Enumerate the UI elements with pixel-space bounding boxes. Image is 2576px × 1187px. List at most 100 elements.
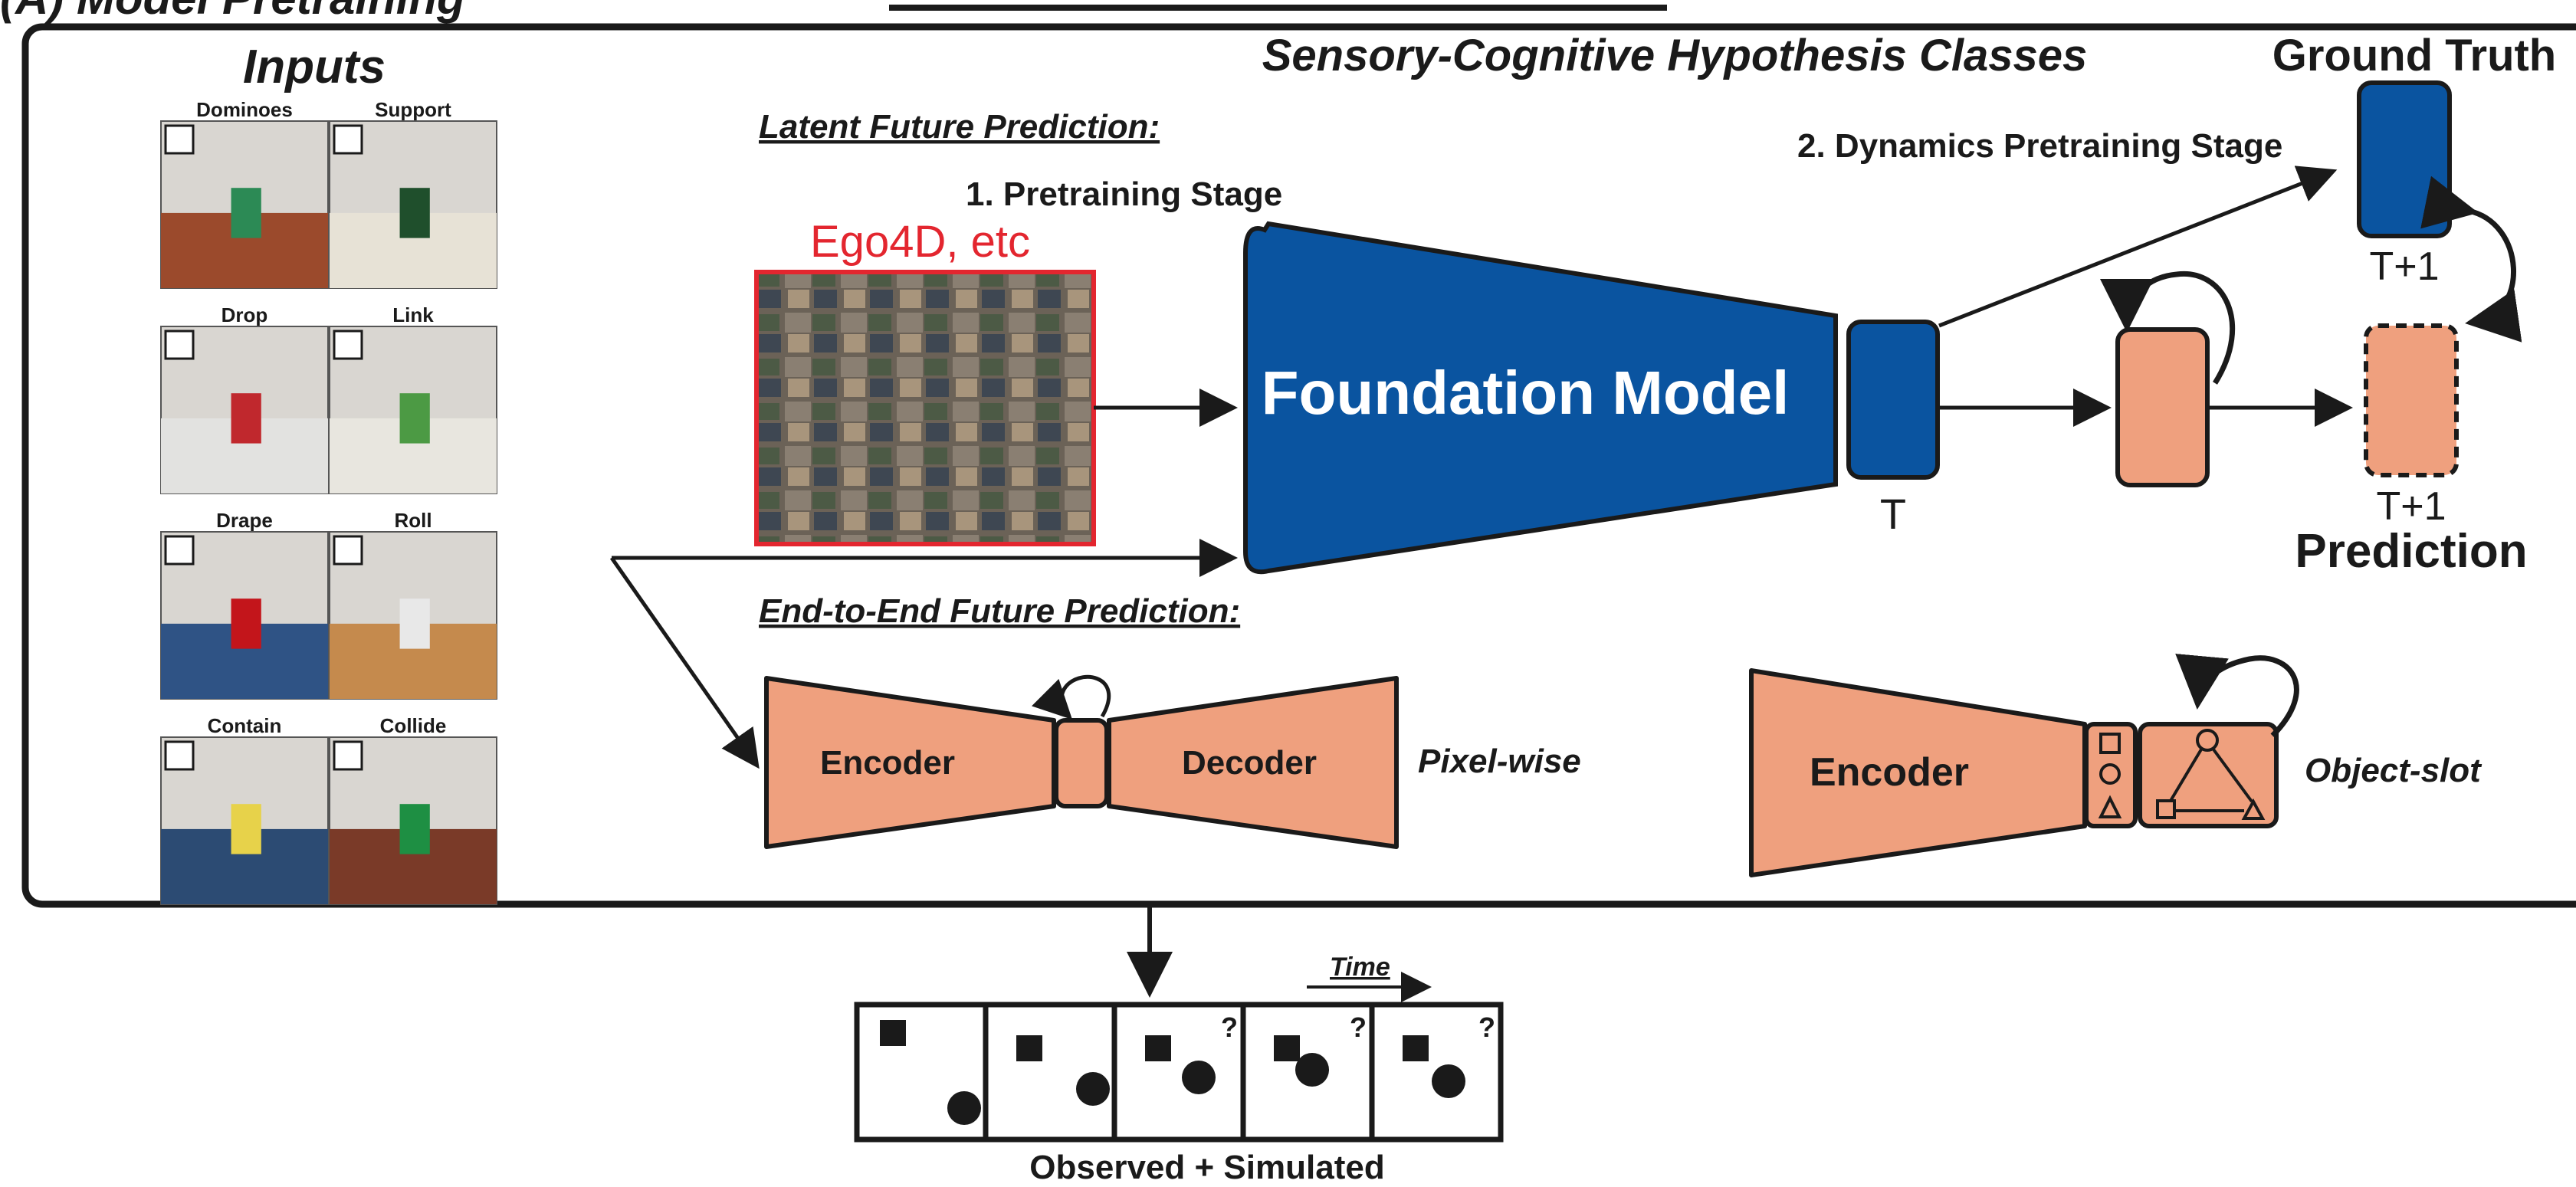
scene-object — [231, 393, 261, 444]
input-tile-label: Contain — [208, 714, 282, 737]
simulated-question-mark: ? — [1221, 1012, 1238, 1043]
input-tile-label: Link — [392, 303, 434, 326]
frame-circle-object — [1076, 1072, 1110, 1106]
frame-square-object — [1016, 1035, 1042, 1061]
main-frame — [21, 23, 2576, 908]
input-tile-label: Roll — [394, 509, 432, 532]
input-tile: Drop — [160, 303, 329, 494]
prediction-label: Prediction — [2295, 525, 2527, 578]
scene-object — [399, 393, 430, 444]
inputs-to-encoder-arrow — [609, 556, 760, 769]
prediction-time: T+1 — [2376, 484, 2446, 529]
scene-object — [231, 804, 261, 854]
latent-state-t — [1846, 320, 1940, 480]
ground-truth-state — [2357, 80, 2452, 238]
drop-icon — [164, 330, 195, 360]
pixel-wise-label: Pixel-wise — [1418, 743, 1581, 780]
pretraining-stage-label: 1. Pretraining Stage — [966, 175, 1282, 213]
frame-square-object — [1403, 1035, 1429, 1061]
input-tile: Link — [329, 303, 497, 494]
slot-encoder-block — [1749, 668, 2087, 877]
input-tile: Roll — [329, 509, 497, 700]
pixel-latent-block — [1054, 718, 1109, 808]
square-slot-icon — [2099, 733, 2121, 754]
pixel-encoder-label: Encoder — [820, 744, 955, 782]
frame-square-object — [880, 1020, 906, 1046]
pixel-decoder-block — [1107, 676, 1399, 849]
compare-arrow — [2420, 175, 2522, 343]
graph-node-triangle-icon — [2241, 798, 2266, 820]
input-tile-label: Support — [375, 98, 451, 121]
slot-list-block — [2084, 722, 2138, 828]
timeline-frames: ??? — [854, 1002, 1504, 1143]
panel-label: (A) Model Pretraining — [0, 0, 465, 24]
input-tile: Collide — [329, 714, 497, 905]
circle-slot-icon — [2099, 763, 2121, 785]
frame-square-object — [1145, 1035, 1171, 1061]
timeline-frame — [983, 1002, 1117, 1143]
link-icon — [333, 330, 363, 360]
frame-circle-object — [1182, 1061, 1216, 1094]
slot-encoder-label: Encoder — [1810, 750, 1969, 795]
timeline-frame: ? — [1240, 1002, 1375, 1143]
input-tile: Support — [329, 98, 497, 289]
timeline-frame — [854, 1002, 989, 1143]
scene-object — [399, 188, 430, 238]
dynamics-loop-arrow — [2100, 271, 2236, 385]
collide-icon — [333, 740, 363, 771]
simulated-question-mark: ? — [1478, 1012, 1495, 1043]
input-tile-label: Collide — [380, 714, 447, 737]
ground-truth-time: T+1 — [2369, 244, 2439, 289]
input-tile: Dominoes — [160, 98, 329, 289]
timeline-caption: Observed + Simulated — [1029, 1149, 1384, 1186]
frame-square-object — [1274, 1035, 1300, 1061]
input-tile: Drape — [160, 509, 329, 700]
support-icon — [333, 124, 363, 155]
graph-node-circle-icon — [2196, 729, 2219, 752]
scene-object — [399, 804, 430, 854]
timeline-frame: ? — [1369, 1002, 1504, 1143]
frame-circle-object — [1432, 1064, 1465, 1098]
input-tile-label: Drop — [222, 303, 268, 326]
dominoes-icon — [164, 124, 195, 155]
slot-loop-arrow — [2175, 654, 2299, 738]
input-tile-label: Drape — [216, 509, 273, 532]
to-ground-truth-arrow — [1938, 166, 2338, 328]
pixel-decoder-label: Decoder — [1182, 744, 1317, 782]
graph-edges — [2169, 748, 2253, 812]
foundation-model-block — [1243, 221, 1838, 575]
inputs-title: Inputs — [243, 41, 386, 93]
end-to-end-heading: End-to-End Future Prediction: — [759, 592, 1240, 630]
simulated-question-mark: ? — [1350, 1012, 1367, 1043]
drape-icon — [164, 535, 195, 566]
time-label: Time — [1330, 953, 1390, 982]
input-tile-label: Dominoes — [196, 98, 293, 121]
object-slot-label: Object-slot — [2305, 752, 2482, 789]
frame-circle-object — [1295, 1053, 1329, 1087]
dynamics-stage-label: 2. Dynamics Pretraining Stage — [1797, 127, 2282, 165]
latent-heading: Latent Future Prediction: — [759, 108, 1160, 146]
contain-icon — [164, 740, 195, 771]
t-label: T — [1880, 490, 1906, 538]
timeline-frame: ? — [1111, 1002, 1246, 1143]
input-tile: Contain — [160, 714, 329, 905]
frame-border — [983, 1002, 1117, 1143]
frame-circle-object — [947, 1091, 981, 1125]
dataset-label: Ego4D, etc — [810, 217, 1030, 267]
foundation-model-label: Foundation Model — [1262, 359, 1790, 427]
pixel-loop-arrow — [1032, 674, 1111, 720]
scene-object — [231, 598, 261, 649]
graph-node-square-icon — [2156, 799, 2176, 819]
predicted-state — [2364, 323, 2459, 477]
scene-object — [399, 598, 430, 649]
triangle-slot-icon — [2098, 795, 2122, 818]
pixel-encoder-block — [764, 676, 1056, 849]
dynamics-module — [2115, 327, 2210, 487]
ego4d-image-grid — [754, 270, 1096, 546]
ground-truth-label: Ground Truth — [2272, 31, 2557, 80]
scene-object — [231, 188, 261, 238]
roll-icon — [333, 535, 363, 566]
hypothesis-title: Sensory-Cognitive Hypothesis Classes — [1262, 31, 2088, 80]
